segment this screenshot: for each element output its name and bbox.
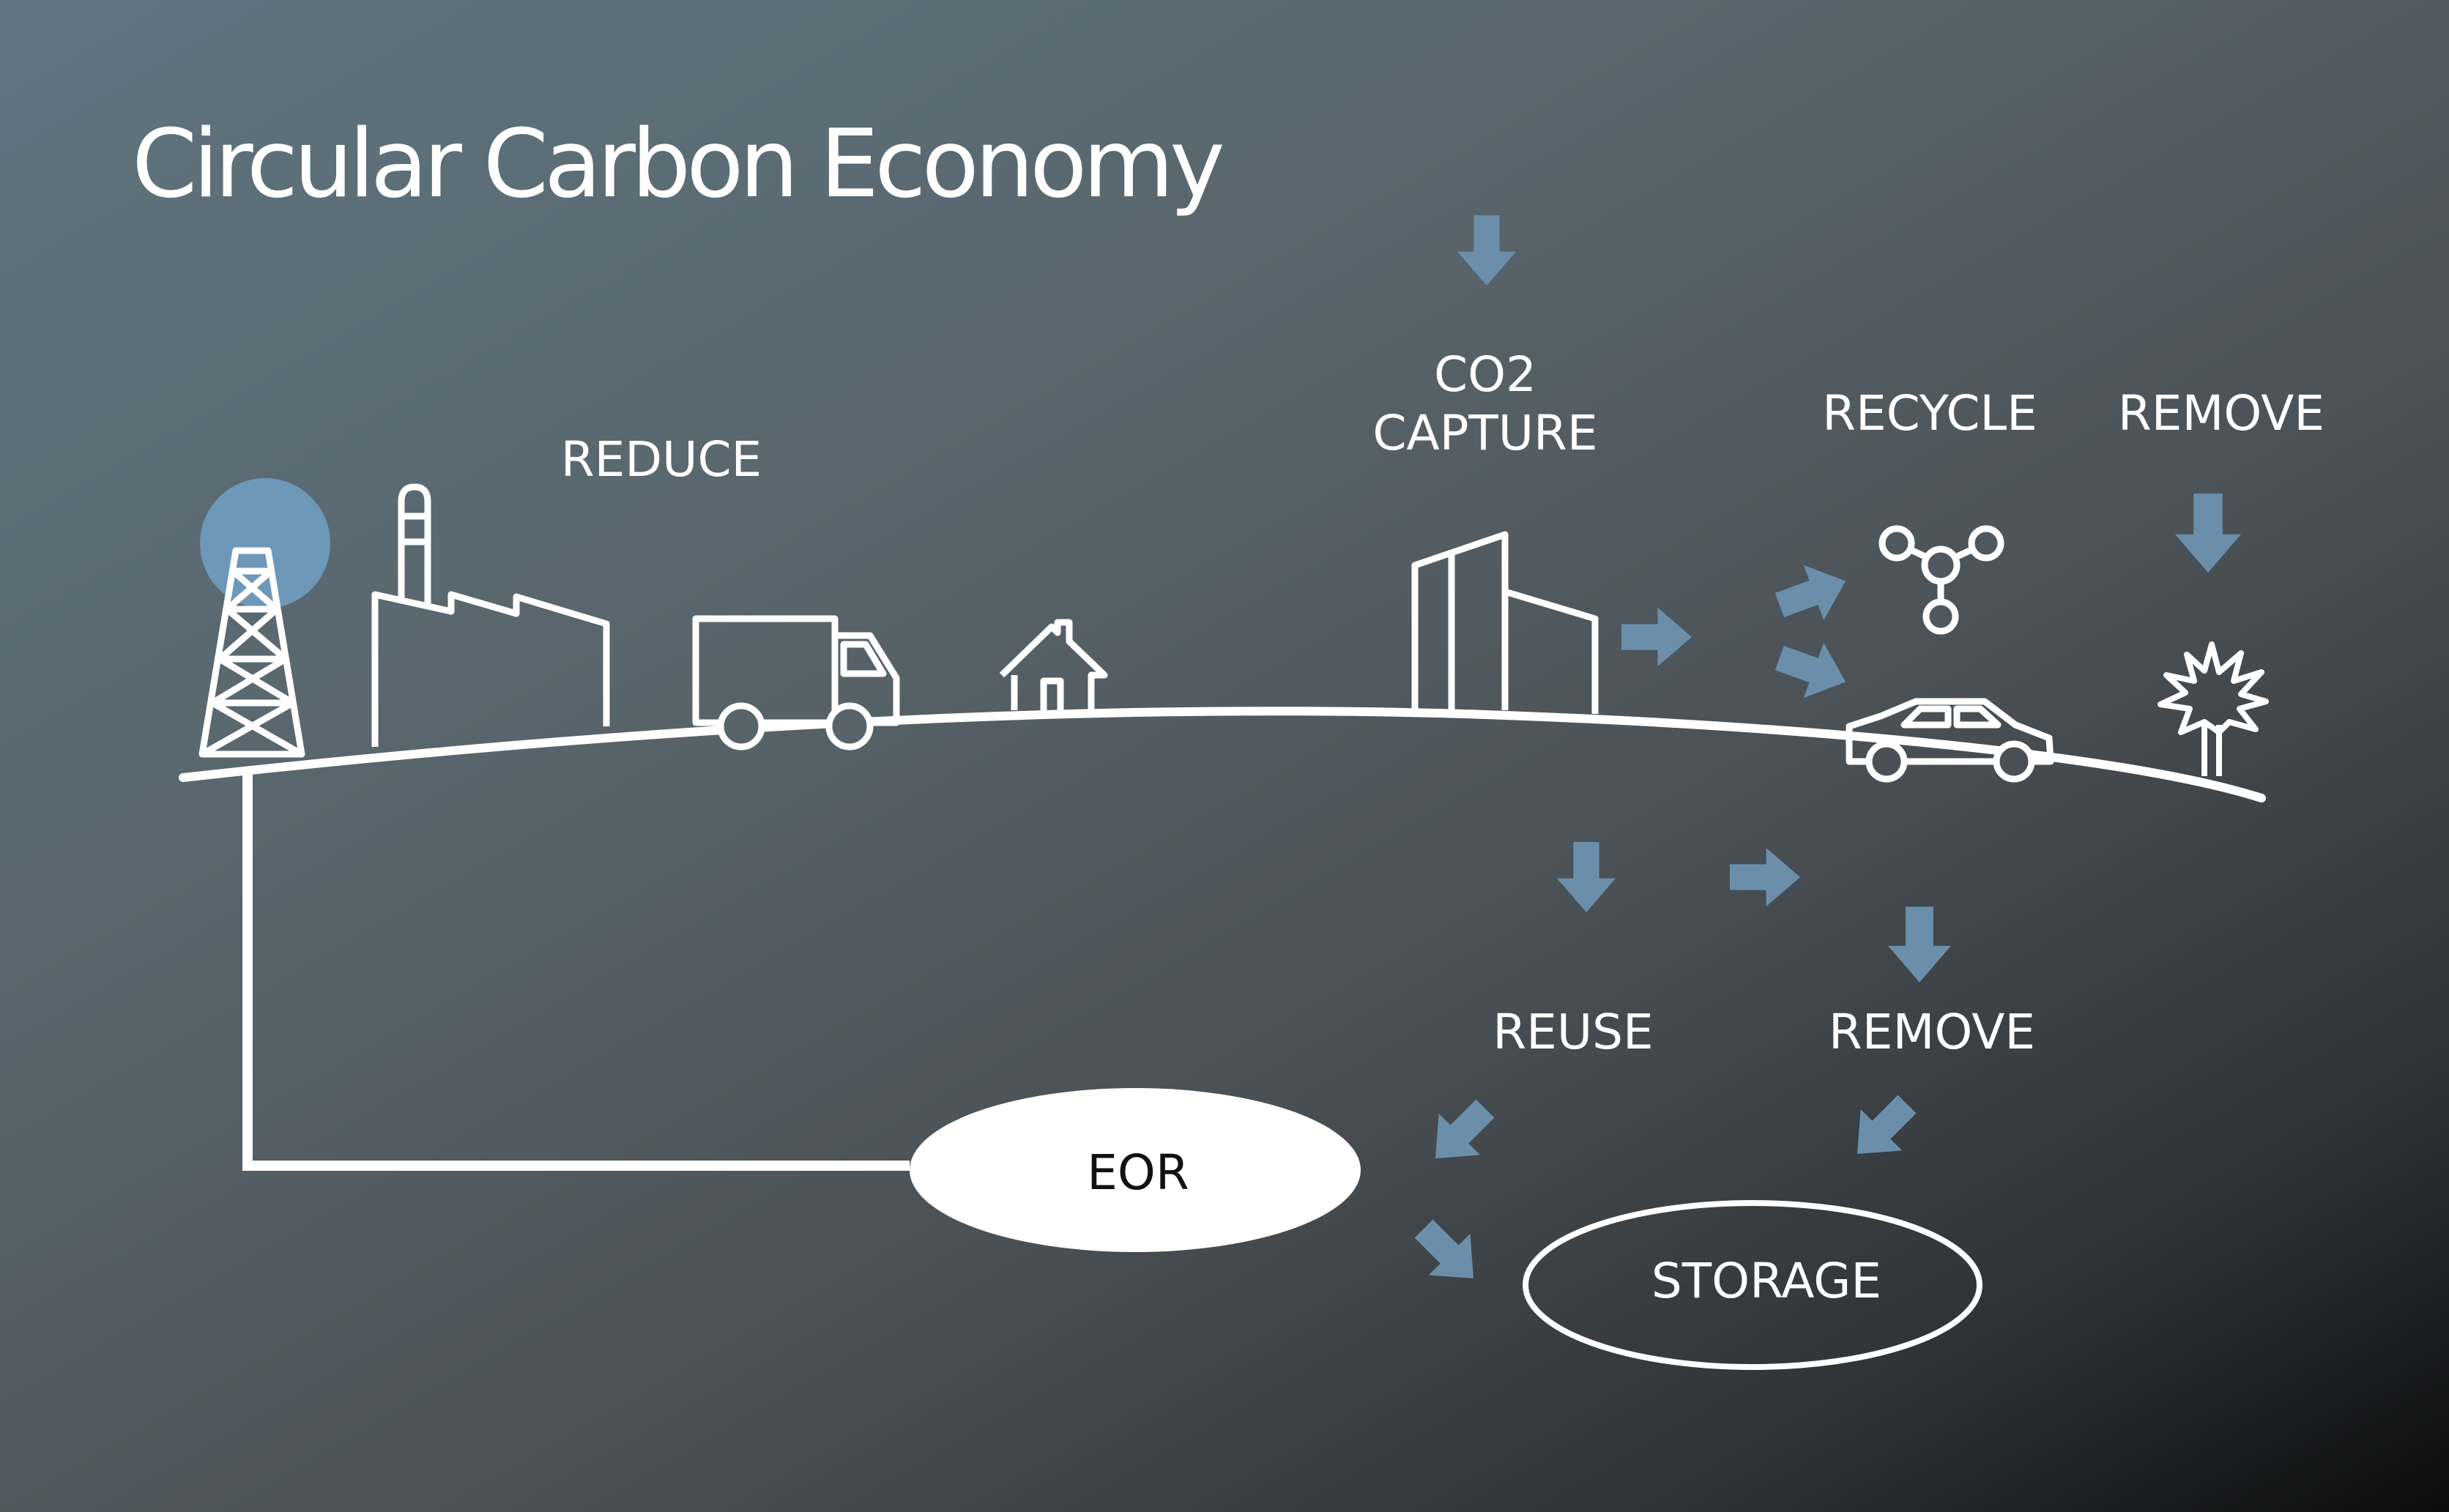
arrow-remove-top-down	[2175, 494, 2241, 573]
molecule-icon	[1878, 525, 2004, 635]
arrow-eor-to-storage	[1402, 1207, 1495, 1300]
label-reuse: REUSE	[1493, 1004, 1654, 1060]
truck-icon	[692, 615, 900, 751]
arrow-building-right	[1621, 608, 1692, 666]
label-remove-top: REMOVE	[2117, 385, 2325, 442]
label-eor: EOR	[1087, 1144, 1189, 1201]
car-icon	[1846, 698, 2054, 783]
label-remove-bottom: REMOVE	[1828, 1004, 2036, 1060]
capture-building-icon	[1411, 531, 1599, 714]
storage-ellipse	[1523, 1200, 1982, 1370]
house-icon	[999, 619, 1108, 710]
pipeline	[242, 770, 910, 1171]
factory-icon	[371, 483, 610, 747]
label-storage: STORAGE	[1651, 1253, 1882, 1309]
label-reduce: REDUCE	[560, 431, 762, 488]
oil-rig-icon	[198, 547, 305, 758]
arrow-remove-right	[1730, 848, 1800, 906]
arrow-to-recycle	[1769, 553, 1856, 633]
ground-line	[179, 707, 2266, 802]
arrow-co2-capture-down	[1457, 215, 1516, 286]
arrow-reuse-to-eor	[1414, 1087, 1506, 1180]
diagram-title: Circular Carbon Economy	[132, 110, 1225, 219]
arrow-remove-bottom-down	[1888, 906, 1951, 983]
eor-ellipse	[910, 1088, 1361, 1252]
label-recycle: RECYCLE	[1822, 385, 2037, 442]
label-co2-capture: CO2 CAPTURE	[1372, 346, 1598, 461]
palm-tree-icon	[2158, 641, 2269, 776]
arrow-remove-to-storage	[1836, 1083, 1928, 1175]
arrow-to-car	[1769, 630, 1856, 710]
arrow-reuse-down	[1557, 842, 1616, 912]
sun-circle	[200, 478, 330, 608]
